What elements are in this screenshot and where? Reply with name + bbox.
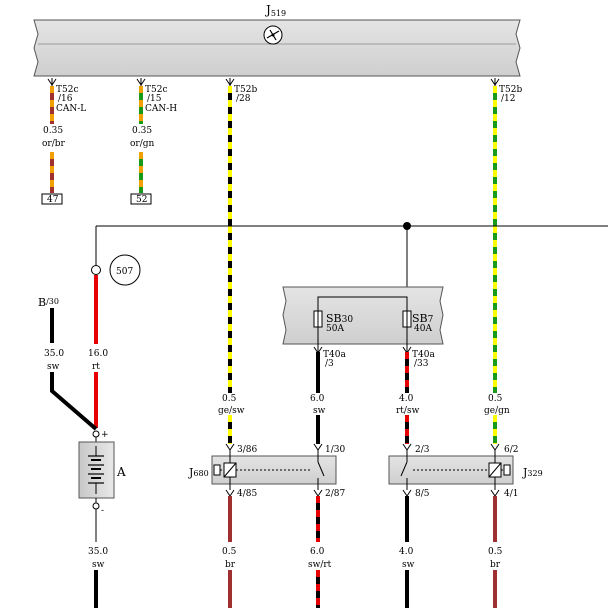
wire-bottom-4-color: br [490, 560, 501, 570]
wire-bottom-2-size: 6.0 [310, 547, 325, 557]
wire-mid-2-color: sw [313, 406, 326, 416]
wire-red-color: rt [92, 362, 100, 372]
fuse-out1-pin-b: /3 [325, 359, 334, 369]
battery-plus: + [101, 430, 109, 440]
connector-4-pin-a: T52b [499, 85, 522, 95]
relay-j680-pin-bl: 4/85 [237, 489, 257, 499]
wire-bottom-2-color: sw/rt [308, 560, 332, 570]
wire-b-sw [50, 308, 98, 431]
connector-2-size: 0.35 [132, 126, 152, 136]
relay-j680-pin-tl: 3/86 [237, 445, 257, 455]
wire-mid-3-color: rt/sw [396, 406, 420, 416]
relay-j680-pin-tr: 1/30 [325, 445, 345, 455]
relay-j329-pin-tl: 2/3 [415, 445, 430, 455]
battery-label: A [116, 465, 126, 479]
reference-box-47[interactable]: 47 [41, 193, 63, 205]
wire-mid-1-color: ge/sw [218, 406, 245, 416]
wire-red-size: 16.0 [88, 349, 108, 359]
supply-bus [95, 222, 608, 287]
terminal-b: B/30 [38, 296, 59, 309]
battery-a: + - A [78, 430, 126, 516]
j519-label: J519 [264, 3, 286, 18]
fuse-out2-pin-a: T40a [412, 350, 435, 360]
wire-mid-4-size: 0.5 [488, 394, 503, 404]
wire-mid-2-size: 6.0 [310, 394, 325, 404]
wire-bottom-1-size: 0.5 [222, 547, 237, 557]
connector-1-pin-a: T52c [56, 85, 79, 95]
fuse-out2-pin-b: /33 [414, 359, 429, 369]
connector-3-pin-b: /28 [236, 94, 251, 104]
wiper-symbol-icon [263, 25, 283, 45]
connector-4-pin-b: /12 [501, 94, 515, 104]
wire-bottom-size: 35.0 [88, 547, 108, 557]
ground-ref-507[interactable]: 507 [91, 254, 141, 286]
relay-j680: J680 [188, 443, 337, 497]
connector-arrows-top [47, 78, 500, 86]
wire-bottom-3-size: 4.0 [399, 547, 414, 557]
wire-bottom-color: sw [92, 560, 105, 570]
wire-b-size: 35.0 [44, 349, 64, 359]
svg-text:47: 47 [47, 195, 59, 205]
reference-box-52[interactable]: 52 [130, 193, 152, 205]
connector-2-pin-b: /15 [147, 94, 162, 104]
connector-1-pin-b: /16 [58, 94, 73, 104]
wire-bottom-4-size: 0.5 [488, 547, 503, 557]
relay-j680-pin-br: 2/87 [325, 489, 345, 499]
relay-j329-pin-br: 4/1 [504, 489, 518, 499]
fuse-out1-pin-a: T40a [323, 350, 346, 360]
fuse-sb7: SB7 40A [402, 310, 434, 334]
connector-1-size: 0.35 [43, 126, 63, 136]
relay-j680-label: J680 [188, 466, 209, 479]
fuse-sb30: SB30 50A [313, 310, 353, 334]
wire-mid-4-color: ge/gn [484, 406, 510, 416]
svg-text:52: 52 [136, 195, 147, 205]
relay-j329-pin-bl: 8/5 [415, 489, 430, 499]
fuse-sb7-name: SB7 [412, 312, 434, 325]
connector-2-signal: CAN-H [145, 104, 177, 114]
wire-bottom-3-color: sw [402, 560, 415, 570]
fuse-sb7-rating: 40A [414, 324, 432, 334]
relay-j329: J329 [388, 443, 543, 497]
wire-bottom-1-color: br [225, 560, 236, 570]
connector-2-color: or/gn [130, 139, 155, 149]
fuse-sb30-rating: 50A [326, 324, 344, 334]
wire-b-color: sw [47, 362, 60, 372]
svg-text:507: 507 [116, 267, 133, 277]
connector-3-pin-a: T52b [234, 85, 257, 95]
battery-minus: - [101, 506, 104, 516]
wire-mid-1-size: 0.5 [222, 394, 237, 404]
connector-1-signal: CAN-L [56, 104, 86, 114]
connector-2-pin-a: T52c [145, 85, 168, 95]
connector-1-color: or/br [42, 139, 66, 149]
control-unit-j519: J519 [33, 3, 521, 77]
fuse-sb30-name: SB30 [326, 312, 353, 325]
relay-j329-pin-tr: 6/2 [504, 445, 518, 455]
relay-j329-label: J329 [522, 466, 543, 479]
fuse-box: SB30 50A SB7 40A [282, 286, 444, 345]
wire-mid-3-size: 4.0 [399, 394, 414, 404]
